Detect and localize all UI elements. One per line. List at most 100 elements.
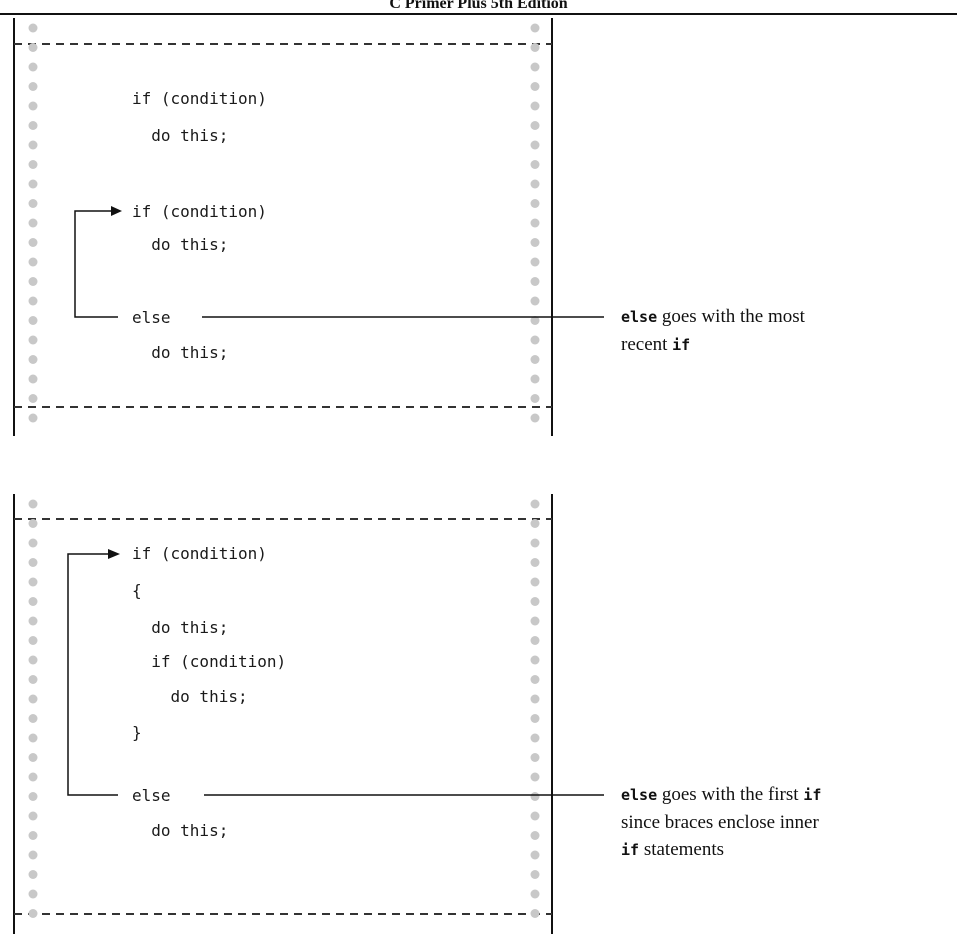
arrowhead-icon: [111, 206, 122, 216]
margin-hole: [28, 218, 38, 228]
margin-hole: [530, 772, 540, 782]
margin-hole: [530, 889, 540, 899]
margin-hole: [530, 909, 540, 918]
margin-hole: [28, 831, 38, 840]
else-to-if-bracket: [74, 210, 118, 318]
right-margin-holes: [530, 499, 540, 918]
margin-hole: [28, 616, 38, 626]
code-line: {: [132, 581, 142, 600]
margin-hole: [28, 257, 38, 267]
margin-hole: [28, 909, 38, 918]
code-line: if (condition): [132, 544, 267, 563]
margin-hole: [28, 238, 38, 247]
header-rule: [0, 13, 957, 15]
margin-hole: [530, 296, 540, 306]
margin-hole: [530, 597, 540, 606]
margin-hole: [530, 316, 540, 325]
left-margin-holes: [28, 499, 38, 918]
margin-hole: [530, 160, 540, 169]
margin-hole: [28, 413, 38, 423]
page-header: C Primer Plus 5th Edition: [0, 0, 957, 15]
margin-hole: [530, 101, 540, 111]
margin-hole: [28, 140, 38, 150]
margin-hole: [530, 577, 540, 587]
margin-hole: [28, 733, 38, 743]
annotation-line: else goes with the most: [621, 303, 805, 331]
margin-hole: [530, 714, 540, 723]
listing-top-graphics: [13, 18, 604, 436]
margin-hole: [530, 636, 540, 645]
margin-hole: [530, 277, 540, 286]
margin-hole: [530, 558, 540, 567]
code-line: if (condition): [132, 202, 267, 221]
listing-bottom: if (condition) { do this; if (condition)…: [0, 494, 957, 934]
margin-hole: [530, 413, 540, 423]
margin-hole: [28, 160, 38, 169]
code-line: do this;: [132, 343, 229, 362]
left-margin-holes: [28, 23, 38, 423]
margin-hole: [28, 870, 38, 879]
margin-hole: [530, 257, 540, 267]
margin-hole: [530, 238, 540, 247]
margin-hole: [28, 519, 38, 528]
margin-hole: [530, 870, 540, 879]
margin-hole: [530, 218, 540, 228]
annotation-line: if statements: [621, 836, 821, 864]
margin-hole: [28, 355, 38, 364]
margin-hole: [530, 374, 540, 384]
margin-hole: [28, 101, 38, 111]
margin-hole: [28, 636, 38, 645]
margin-hole: [28, 753, 38, 762]
annotation-text: since braces enclose inner: [621, 812, 819, 833]
code-line: else: [132, 308, 171, 327]
margin-hole: [530, 121, 540, 130]
margin-hole: [28, 694, 38, 704]
code-line: do this;: [132, 687, 248, 706]
margin-hole: [530, 43, 540, 52]
margin-hole: [28, 43, 38, 52]
margin-hole: [28, 296, 38, 306]
margin-hole: [530, 831, 540, 840]
annotation-text: statements: [639, 839, 725, 860]
annotation-line: since braces enclose inner: [621, 809, 821, 836]
code-line: if (condition): [132, 652, 287, 671]
margin-hole: [530, 675, 540, 684]
margin-hole: [28, 577, 38, 587]
keyword: if: [621, 841, 640, 859]
code-line: else: [132, 786, 171, 805]
margin-hole: [28, 714, 38, 723]
page-title: C Primer Plus 5th Edition: [389, 0, 568, 12]
code-line: if (condition): [132, 89, 267, 108]
margin-hole: [28, 597, 38, 606]
listing-bottom-graphics: [13, 494, 604, 934]
annotation-else-most-recent: else goes with the most recent if: [621, 303, 805, 359]
margin-hole: [530, 62, 540, 72]
keyword: else: [621, 308, 658, 326]
code-line: do this;: [132, 618, 229, 637]
margin-hole: [28, 772, 38, 782]
margin-hole: [530, 538, 540, 548]
margin-hole: [28, 675, 38, 684]
margin-hole: [28, 538, 38, 548]
margin-hole: [28, 374, 38, 384]
margin-hole: [530, 140, 540, 150]
listing-top: if (condition) do this; if (condition) d…: [0, 18, 957, 438]
margin-hole: [28, 179, 38, 189]
margin-hole: [530, 499, 540, 509]
margin-hole: [530, 179, 540, 189]
code-line: do this;: [132, 235, 229, 254]
annotation-text: goes with the first: [657, 784, 804, 805]
margin-hole: [530, 23, 540, 33]
margin-hole: [28, 23, 38, 33]
code-line: }: [132, 723, 142, 742]
else-to-if-bracket: [67, 553, 118, 796]
margin-hole: [530, 850, 540, 860]
margin-hole: [28, 811, 38, 821]
margin-hole: [530, 753, 540, 762]
margin-hole: [28, 121, 38, 130]
margin-hole: [28, 82, 38, 91]
margin-hole: [28, 62, 38, 72]
margin-hole: [28, 394, 38, 403]
annotation-text: goes with the most: [657, 306, 805, 327]
margin-hole: [530, 792, 540, 801]
